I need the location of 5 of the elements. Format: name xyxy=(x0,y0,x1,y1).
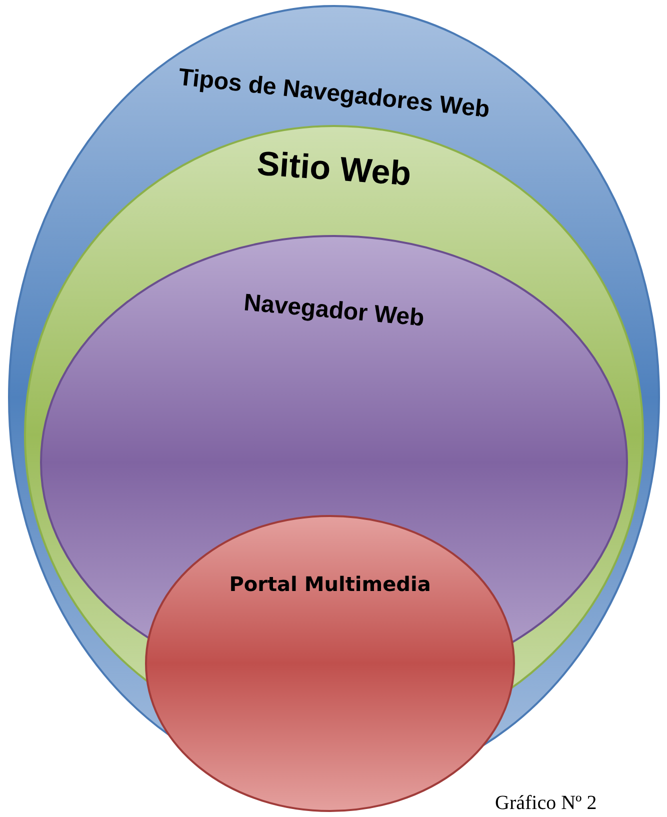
region-title: Sitio Web xyxy=(256,144,412,194)
region-title: Portal Multimedia xyxy=(229,572,431,596)
figure-caption: Gráfico Nº 2 xyxy=(495,792,597,815)
region-title: Navegador Web xyxy=(242,289,426,332)
region-title: Tipos de Navegadores Web xyxy=(177,64,491,124)
